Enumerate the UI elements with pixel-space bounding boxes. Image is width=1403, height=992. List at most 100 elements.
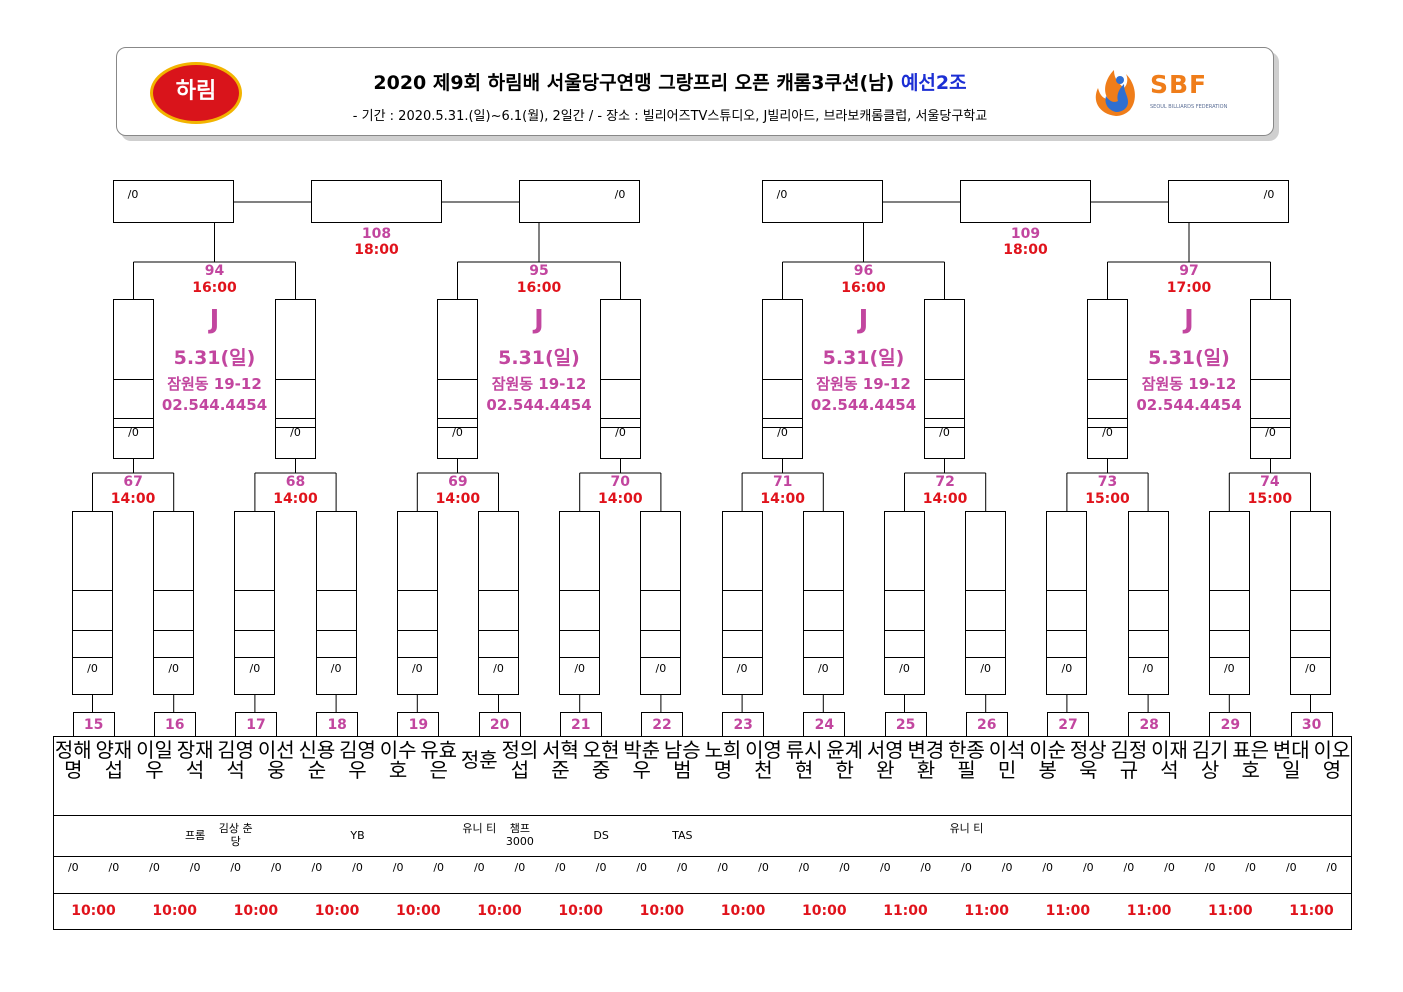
player-name: 변경환 xyxy=(907,738,945,782)
player-name: 김영석 xyxy=(217,738,255,782)
round1-slot-divider xyxy=(396,630,438,631)
match-time: 11:00 xyxy=(1045,903,1091,919)
round1-slot-divider xyxy=(1127,657,1169,658)
round1-slot-divider xyxy=(965,657,1007,658)
round1-slot-divider xyxy=(1290,590,1331,591)
semi-time: 17:00 xyxy=(1166,280,1212,296)
player-score: /0 xyxy=(758,861,769,874)
quarter-time: 14:00 xyxy=(760,491,805,507)
round1-slot xyxy=(965,511,1007,695)
venue-code: J xyxy=(534,305,544,335)
player-club: TAS xyxy=(672,829,693,842)
match-number-17: 17 xyxy=(235,712,277,736)
semi-slot-divider xyxy=(924,427,965,428)
match-time: 11:00 xyxy=(1126,903,1172,919)
final-time: 18:00 xyxy=(1003,242,1048,258)
player-score: /0 xyxy=(189,861,201,874)
table-row-divider-2 xyxy=(53,893,1353,894)
venue-address: 잠원동 19-12 xyxy=(816,375,911,393)
player-name: 표은호 xyxy=(1232,738,1270,782)
round1-slot-divider xyxy=(478,630,519,631)
player-club: 프롬 xyxy=(184,829,206,842)
semi-time: 16:00 xyxy=(841,280,886,296)
match-time: 10:00 xyxy=(71,903,116,919)
semi-slot-divider xyxy=(762,379,803,380)
quarter-time: 15:00 xyxy=(1085,491,1130,507)
venue-code: J xyxy=(209,305,220,335)
venue-date: 5.31(일) xyxy=(498,347,580,369)
round1-slot-divider xyxy=(1208,630,1250,631)
quarter-time: 14:00 xyxy=(110,491,156,507)
player-club: 김상 춘당 xyxy=(218,822,253,848)
player-name: 김영우 xyxy=(339,738,376,782)
table-row-divider-0 xyxy=(53,815,1353,816)
quarter-number: 67 xyxy=(123,474,143,490)
venue-code: J xyxy=(858,305,869,335)
round1-slot-divider xyxy=(802,630,844,631)
player-score: /0 xyxy=(352,861,363,874)
semi-slot-divider xyxy=(762,418,803,419)
semi-slot-divider xyxy=(600,418,641,419)
semi-slot-divider xyxy=(600,427,641,428)
round1-slot-divider xyxy=(640,630,682,631)
round1-slot xyxy=(1208,511,1250,695)
round1-slot xyxy=(884,511,925,695)
quarter-number: 73 xyxy=(1097,474,1118,490)
player-name: 노희명 xyxy=(704,738,742,782)
venue-phone: 02.544.4454 xyxy=(1136,396,1242,414)
player-name: 이순봉 xyxy=(1029,738,1067,782)
sbf-wordmark: SBF xyxy=(1150,70,1208,99)
quarter-number: 72 xyxy=(935,474,955,490)
round1-slot-score: /0 xyxy=(168,662,180,675)
semi-slot-divider xyxy=(1250,427,1291,428)
player-name: 정해명 xyxy=(54,738,92,782)
venue-address: 잠원동 19-12 xyxy=(491,375,587,393)
player-score: /0 xyxy=(1123,861,1135,874)
round1-slot-score: /0 xyxy=(1223,662,1235,675)
semi-slot-divider xyxy=(113,427,154,428)
semi-slot-divider xyxy=(1087,379,1128,380)
round1-slot-score: /0 xyxy=(87,662,98,675)
venue-date: 5.31(일) xyxy=(1148,347,1230,369)
player-name: 김기상 xyxy=(1191,738,1229,782)
semi-slot-score: /0 xyxy=(452,426,463,439)
player-name: 이수호 xyxy=(379,738,417,782)
match-number-28: 28 xyxy=(1128,712,1171,736)
quarter-time: 14:00 xyxy=(922,491,968,507)
round1-slot-divider xyxy=(1046,590,1088,591)
player-score: /0 xyxy=(433,861,445,874)
round1-slot-divider xyxy=(315,630,357,631)
round1-slot xyxy=(396,511,438,695)
player-score: /0 xyxy=(311,861,323,874)
match-number-29: 29 xyxy=(1209,712,1252,736)
player-score: /0 xyxy=(839,861,851,874)
player-name: 류시현 xyxy=(785,738,823,782)
player-score: /0 xyxy=(879,861,891,874)
player-score: /0 xyxy=(1001,861,1013,874)
player-club: DS xyxy=(593,829,609,842)
player-name: 변대일 xyxy=(1272,738,1310,782)
player-score: /0 xyxy=(1204,861,1216,874)
player-name: 서영완 xyxy=(866,738,904,782)
match-number-20: 20 xyxy=(478,712,521,736)
semi-slot-divider xyxy=(600,379,641,380)
player-name: 장재석 xyxy=(176,738,214,782)
round1-slot-divider xyxy=(315,590,357,591)
match-time: 11:00 xyxy=(1208,903,1253,919)
final-qualifier-slot-score: /0 xyxy=(1263,188,1275,201)
match-number-23: 23 xyxy=(722,712,765,736)
round1-slot xyxy=(153,511,195,695)
round1-slot-divider xyxy=(1046,657,1088,658)
semi-slot-divider xyxy=(1250,418,1291,419)
venue-code: J xyxy=(1184,305,1194,335)
player-score: /0 xyxy=(392,861,404,874)
semi-slot-divider xyxy=(762,427,803,428)
round1-slot-divider xyxy=(153,630,195,631)
match-number-25: 25 xyxy=(884,712,927,736)
player-score: /0 xyxy=(67,861,79,874)
round1-slot xyxy=(315,511,357,695)
round1-slot-score: /0 xyxy=(574,662,586,675)
player-score: /0 xyxy=(1082,861,1094,874)
final-qualifier-slot-score: /0 xyxy=(127,188,139,201)
player-name: 한종필 xyxy=(948,738,985,782)
